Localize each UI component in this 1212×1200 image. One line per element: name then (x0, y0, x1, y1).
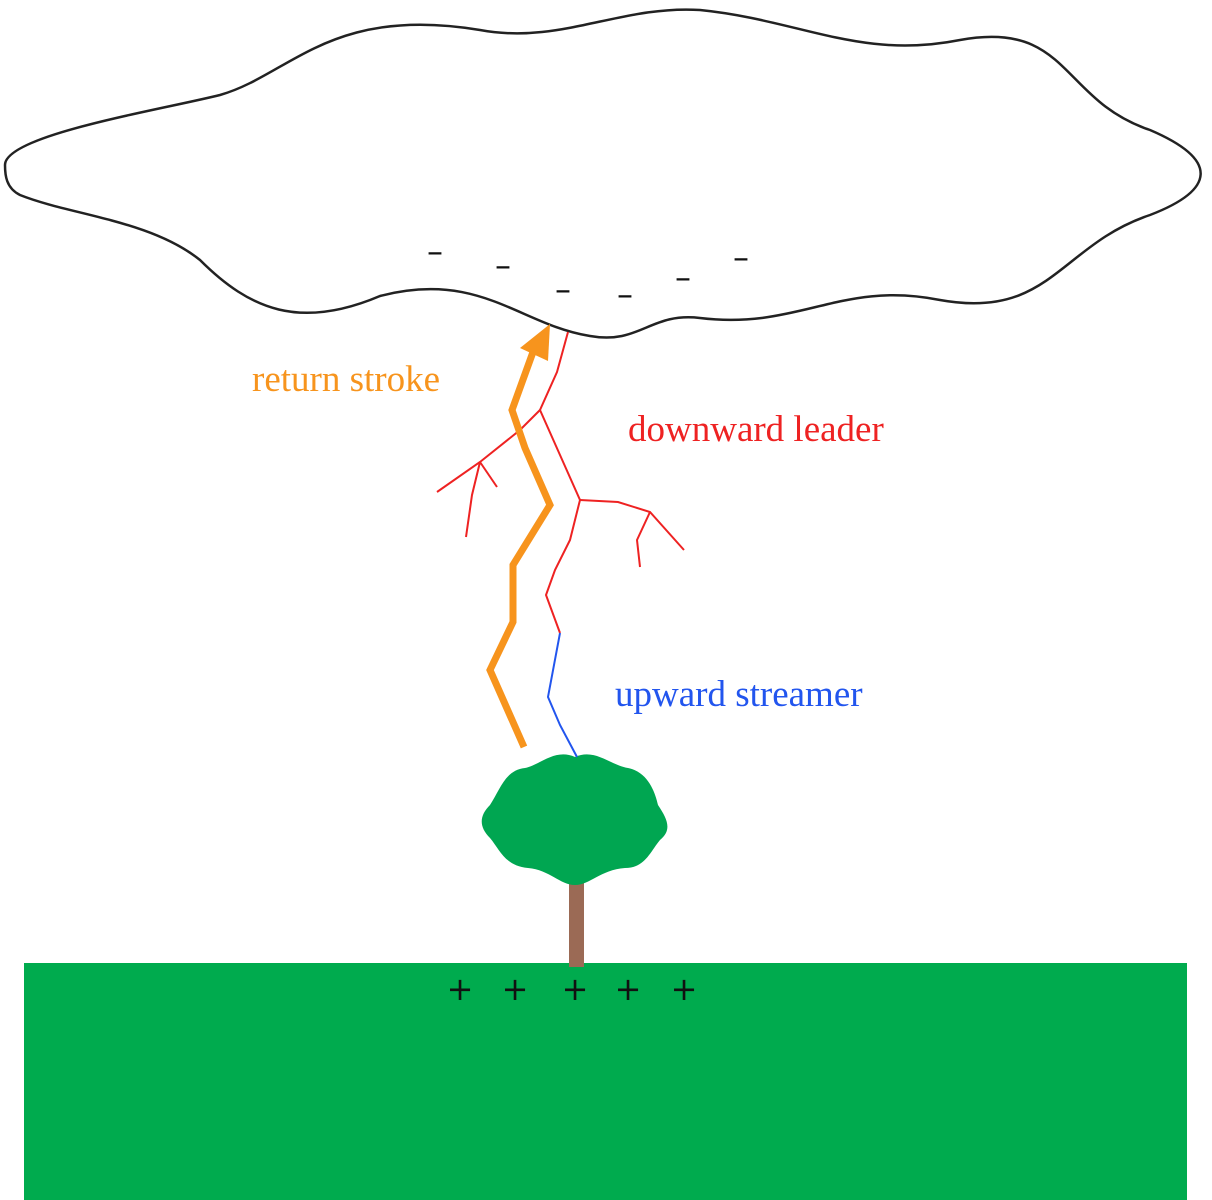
positive-charge: + (671, 970, 698, 1008)
thundercloud (3, 8, 1202, 339)
positive-charge: + (615, 970, 642, 1008)
downward-leader-label: downward leader (628, 409, 884, 450)
negative-charge: – (555, 270, 571, 308)
return-stroke (486, 324, 554, 749)
tree-trunk (569, 872, 584, 967)
ground-positive-charges: + + + + + (447, 970, 698, 1008)
negative-charge: – (427, 232, 443, 270)
positive-charge: + (447, 970, 474, 1008)
return-stroke-arrowhead (520, 324, 550, 361)
negative-charge: – (675, 258, 691, 296)
positive-charge: + (562, 970, 589, 1008)
negative-charge: – (733, 238, 749, 276)
upward-streamer (546, 632, 578, 758)
return-stroke-label: return stroke (252, 359, 440, 400)
negative-charge: – (495, 246, 511, 284)
cloud-negative-charges: – – – – – – (427, 232, 749, 313)
downward-leader (436, 331, 685, 634)
upward-streamer-label: upward streamer (615, 674, 863, 715)
ground (24, 963, 1187, 1200)
positive-charge: + (502, 970, 529, 1008)
tree-crown (481, 754, 668, 885)
negative-charge: – (617, 275, 633, 313)
